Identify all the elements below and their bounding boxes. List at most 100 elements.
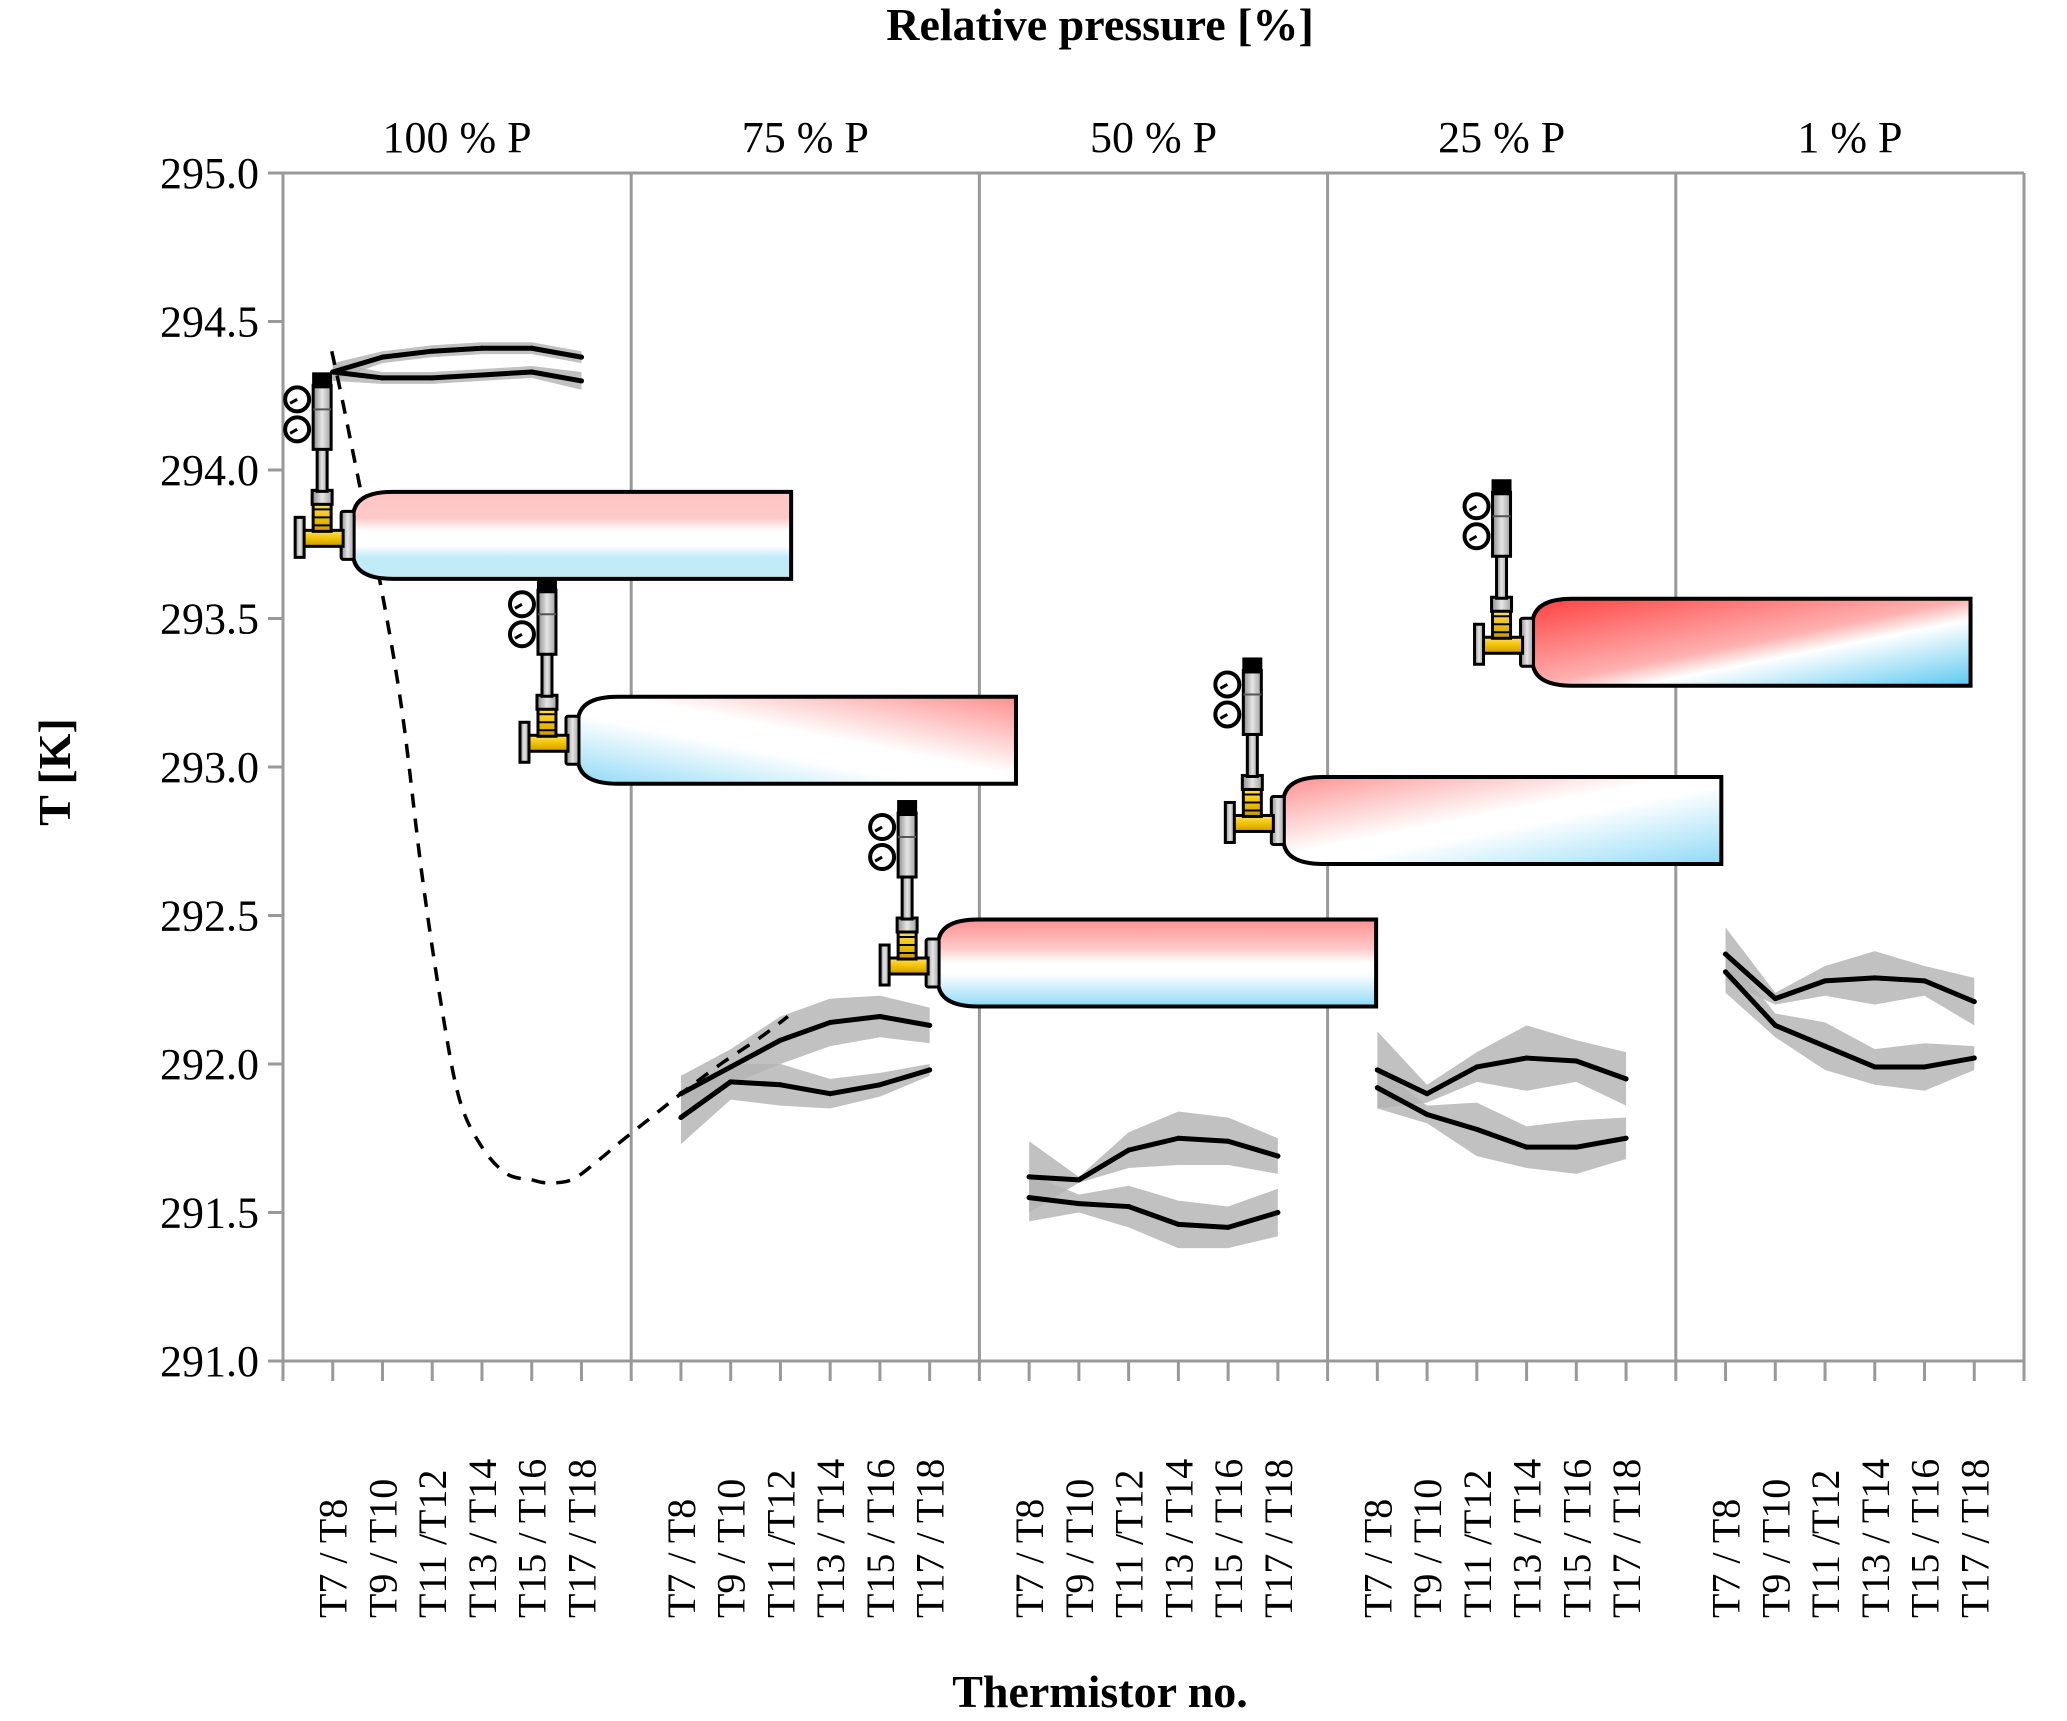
data-point [1424,1091,1430,1097]
y-tick-label: 293.5 [160,595,259,644]
data-point [379,354,385,360]
uncertainty-band [1029,1111,1278,1213]
y-tick-label: 295.0 [160,149,259,198]
data-point [877,1082,883,1088]
data-point [1126,1204,1132,1210]
gauge-needle [289,428,298,435]
x-tick-label: T7 / T8 [1704,1499,1749,1618]
gauge-needle [289,398,298,405]
x-tick-label: T15 / T16 [1903,1459,1948,1618]
data-point [927,1022,933,1028]
x-tick-label: T17 / T18 [1604,1459,1649,1618]
data-point [1822,1043,1828,1049]
y-tick-label: 293.0 [160,743,259,792]
regulator-cap [897,800,918,817]
uncertainty-band [1029,1173,1278,1249]
series-line-upper [1723,951,1977,1005]
x-tick-label: T15 / T16 [1554,1459,1599,1618]
cylinder-body [351,489,794,581]
uncertainty-band [1725,951,1975,1091]
uncertainty-bands [332,342,1975,1249]
data-point [927,1067,933,1073]
x-tick-label: T11 /T12 [1803,1470,1848,1619]
series-line-upper [330,345,584,375]
x-tick-label: T7 / T8 [1355,1499,1400,1618]
gauge-needle [874,855,883,863]
data-point [1623,1076,1629,1082]
data-point [1723,969,1729,975]
data-point [1026,1195,1032,1201]
data-point [728,1079,734,1085]
data-lines [330,345,1977,1230]
gauge-needle [514,632,523,640]
x-tick-label: T7 / T8 [311,1499,356,1618]
data-point [1076,1201,1082,1207]
gas-cylinder [1462,479,1973,688]
data-point [1175,1135,1181,1141]
chart-title: Relative pressure [%] [886,0,1314,50]
series-line-lower [1026,1195,1281,1230]
x-tick-label: T15 / T16 [858,1459,903,1618]
gas-cylinder [507,577,1018,786]
regulator-stem [1245,730,1259,778]
data-point [777,1082,783,1088]
regulator-body [536,588,558,656]
data-point [1524,1144,1530,1150]
data-point [578,354,584,360]
y-tick-label: 291.5 [160,1189,259,1238]
data-point [429,348,435,354]
x-tick-label: T13 / T14 [460,1459,505,1618]
x-tick-label: T7 / T8 [659,1499,704,1618]
valve-handwheel [1223,800,1236,844]
cylinder-body [1530,596,1973,688]
series-line-lower [678,1067,933,1120]
x-tick-label: T17 / T18 [559,1459,604,1618]
x-tick-label: T15 / T16 [510,1459,555,1618]
data-point [1275,1210,1281,1215]
gas-cylinder-icons [283,372,1973,1009]
x-tick-label: T13 / T14 [808,1459,853,1618]
y-tick-label: 292.5 [160,892,259,941]
uncertainty-band [680,995,930,1112]
y-axis: 295.0294.5294.0293.5293.0292.5292.0291.5… [160,149,283,1386]
x-tick-label: T15 / T16 [1206,1459,1251,1618]
series-line-upper [678,1013,933,1097]
data-point [1922,978,1928,984]
gauge-needle [1468,504,1478,512]
data-point [1573,1058,1579,1064]
regulator-body [311,383,333,451]
gauge-needle [1219,713,1229,720]
data-point [1872,1064,1878,1070]
x-tick-label: T11 /T12 [758,1470,803,1619]
data-point [1971,1055,1977,1061]
data-point [1623,1135,1629,1141]
x-tick-label: T9 / T10 [709,1479,754,1618]
regulator-cap [1242,657,1263,674]
data-point [1175,1221,1181,1227]
data-point [1723,951,1729,957]
y-axis-title: T [K] [29,718,80,826]
data-point [728,1064,734,1070]
regulator-body [1241,668,1263,736]
data-point [429,375,435,381]
y-tick-label: 291.0 [160,1337,259,1386]
series-line-upper [1374,1055,1629,1097]
data-point [1573,1144,1579,1150]
data-point [1374,1067,1380,1073]
series-line-lower [330,369,584,384]
regulator-body [1491,490,1513,558]
data-point [1524,1055,1530,1061]
series-line-upper [1026,1135,1281,1183]
cylinder-body [575,694,1018,786]
data-point [1225,1224,1231,1230]
regulator-body [896,811,918,879]
gauge-needle [1468,534,1478,542]
data-point [1374,1085,1380,1091]
regulator-stem [540,650,554,698]
data-point [1076,1177,1082,1183]
x-axis-title: Thermistor no. [952,1666,1248,1717]
uncertainty-band [332,342,582,381]
regulator-cap [536,577,557,594]
data-point [479,372,485,378]
